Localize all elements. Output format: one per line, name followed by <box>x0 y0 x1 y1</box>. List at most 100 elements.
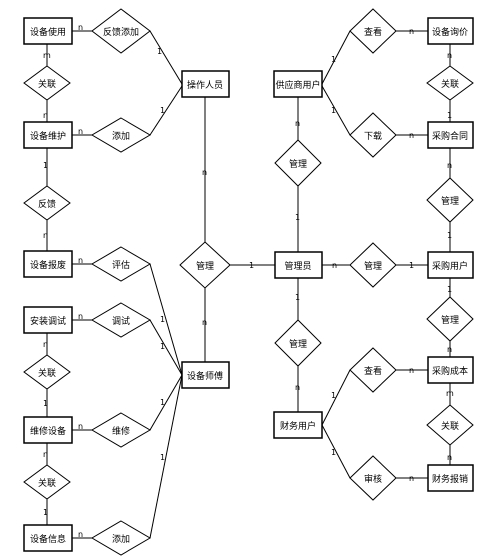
card-sbsy-fkth: n <box>78 23 83 32</box>
entity-cwyh-label: 财务用户 <box>280 420 316 432</box>
card-sbxx-tj2: n <box>78 530 83 539</box>
entity-sbxx-label: 设备信息 <box>30 533 66 545</box>
entity-cwbx-label: 财务报销 <box>432 473 468 485</box>
entity-sbsf: 设备师傅 <box>181 361 230 389</box>
card-cgyh-gli6: 1 <box>447 285 452 294</box>
relationship-gl2: 关联 <box>23 354 71 390</box>
relationship-tj1-label: 添加 <box>112 131 130 142</box>
card-gli2-glyuan: 1 <box>295 213 300 222</box>
card-gli6-cgcb: n <box>447 345 452 354</box>
relationship-sh: 审核 <box>349 455 397 501</box>
card-cgcb-gl5: m <box>446 389 454 398</box>
card-sh-cwbx: n <box>409 474 414 483</box>
card-gl4-cght: 1 <box>447 111 452 120</box>
entity-sbwh-label: 设备维护 <box>30 130 66 142</box>
relationship-cx2: 查看 <box>349 347 397 393</box>
relationship-gli5: 管理 <box>426 177 474 223</box>
relationship-fkth: 反馈添加 <box>91 8 151 54</box>
entity-wxsb: 维修设备 <box>23 416 73 444</box>
card-sbwh-tj1: n <box>78 127 83 136</box>
relationship-gl3: 关联 <box>23 464 71 500</box>
relationship-gl4-label: 关联 <box>441 78 459 90</box>
relationship-tj2-label: 添加 <box>112 534 130 545</box>
card-glyuan-gli3: n <box>332 261 337 270</box>
card-wxsb-wx: n <box>78 422 83 431</box>
relationship-gli3: 管理 <box>349 242 397 288</box>
relationship-gli4: 管理 <box>274 319 322 367</box>
relationship-wx: 维修 <box>91 412 151 448</box>
relationship-gl4: 关联 <box>426 65 474 101</box>
entity-sbbf-label: 设备报废 <box>30 259 66 271</box>
relationship-gl5: 关联 <box>426 404 474 446</box>
relationship-ts-label: 调试 <box>112 315 130 327</box>
entity-cgcb: 采购成本 <box>427 356 474 384</box>
card-fk-sbbf: n <box>43 231 48 240</box>
relationship-gli6-label: 管理 <box>441 314 459 326</box>
entity-sbxj: 设备询价 <box>427 17 474 45</box>
entity-cwbx: 财务报销 <box>427 464 474 492</box>
entity-azts: 安装调试 <box>23 306 73 334</box>
card-sbxj-gl4: n <box>447 51 452 60</box>
entity-czry: 操作人员 <box>181 70 230 98</box>
entity-sbxx: 设备信息 <box>23 524 73 552</box>
relationship-xd-label: 下载 <box>364 130 382 142</box>
card-sbbf-pg: n <box>78 256 83 265</box>
entity-glyuan: 管理员 <box>274 251 323 279</box>
entity-gysyh-label: 供应商用户 <box>275 79 320 91</box>
card-ts-sbsf: 1 <box>160 342 165 351</box>
entity-sbsy: 设备使用 <box>23 17 73 45</box>
relationship-tj1: 添加 <box>91 117 151 153</box>
relationship-gl1-label: 关联 <box>38 78 56 90</box>
card-azts-gl2: n <box>43 340 48 349</box>
relationship-gli5-label: 管理 <box>441 195 459 207</box>
entity-cght-label: 采购合同 <box>432 130 468 142</box>
card-wx-sbsf: 1 <box>160 398 165 407</box>
card-gl1-sbwh: n <box>43 111 48 120</box>
relationship-fkth-label: 反馈添加 <box>103 26 139 38</box>
entity-gysyh: 供应商用户 <box>273 70 323 98</box>
relationship-pg-label: 评估 <box>112 259 130 271</box>
relationship-tj2: 添加 <box>91 520 151 556</box>
relationship-xd: 下载 <box>349 112 397 158</box>
entity-sbsy-label: 设备使用 <box>30 26 66 38</box>
relationship-sh-label: 审核 <box>364 473 382 485</box>
card-cght-gli5: n <box>447 161 452 170</box>
card-cwyh-sh: 1 <box>331 448 336 457</box>
entity-cgyh-label: 采购用户 <box>432 260 468 272</box>
card-wxsb-gl3: n <box>43 450 48 459</box>
relationship-cx1: 查看 <box>349 8 397 54</box>
card-cwyh-cx2: 1 <box>331 391 336 400</box>
card-gysyh-cx1: 1 <box>331 55 336 64</box>
card-gli4-cwyh: n <box>295 383 300 392</box>
card-gl5-cwbx: n <box>447 453 452 462</box>
card-fkth-czry: 1 <box>157 47 162 56</box>
relationship-gl2-label: 关联 <box>38 367 56 379</box>
card-cx1-sbxj: n <box>409 27 414 36</box>
card-gli3-cgyh: 1 <box>409 261 414 270</box>
entity-sbxj-label: 设备询价 <box>432 26 468 38</box>
relationship-gli2-label: 管理 <box>289 158 307 170</box>
card-sbwh-fk: 1 <box>43 161 48 170</box>
entity-cwyh: 财务用户 <box>273 411 323 439</box>
relationship-gli6: 管理 <box>426 296 474 342</box>
relationship-cx1-label: 查看 <box>364 26 382 38</box>
card-gysyh-xd: 1 <box>331 106 336 115</box>
entity-azts-label: 安装调试 <box>30 315 66 327</box>
card-tj1-czry: 1 <box>160 106 165 115</box>
relationship-gli1-label: 管理 <box>196 260 214 272</box>
entity-czry-label: 操作人员 <box>187 79 223 91</box>
entity-cght: 采购合同 <box>427 121 474 149</box>
card-azts-ts: n <box>78 312 83 321</box>
entity-glyuan-label: 管理员 <box>284 260 311 272</box>
card-sbsy-gl1: m <box>43 51 51 60</box>
entity-sbwh: 设备维护 <box>23 121 73 149</box>
entity-cgcb-label: 采购成本 <box>432 365 468 377</box>
relationship-gli2: 管理 <box>274 139 322 187</box>
card-gysyh-gli2: n <box>295 119 300 128</box>
card-czry-gli1: n <box>202 168 207 177</box>
relationship-ts: 调试 <box>91 302 151 338</box>
card-gli1-sbsf: n <box>202 318 207 327</box>
relationship-gli1: 管理 <box>179 241 231 289</box>
relationship-gl3-label: 关联 <box>38 477 56 489</box>
